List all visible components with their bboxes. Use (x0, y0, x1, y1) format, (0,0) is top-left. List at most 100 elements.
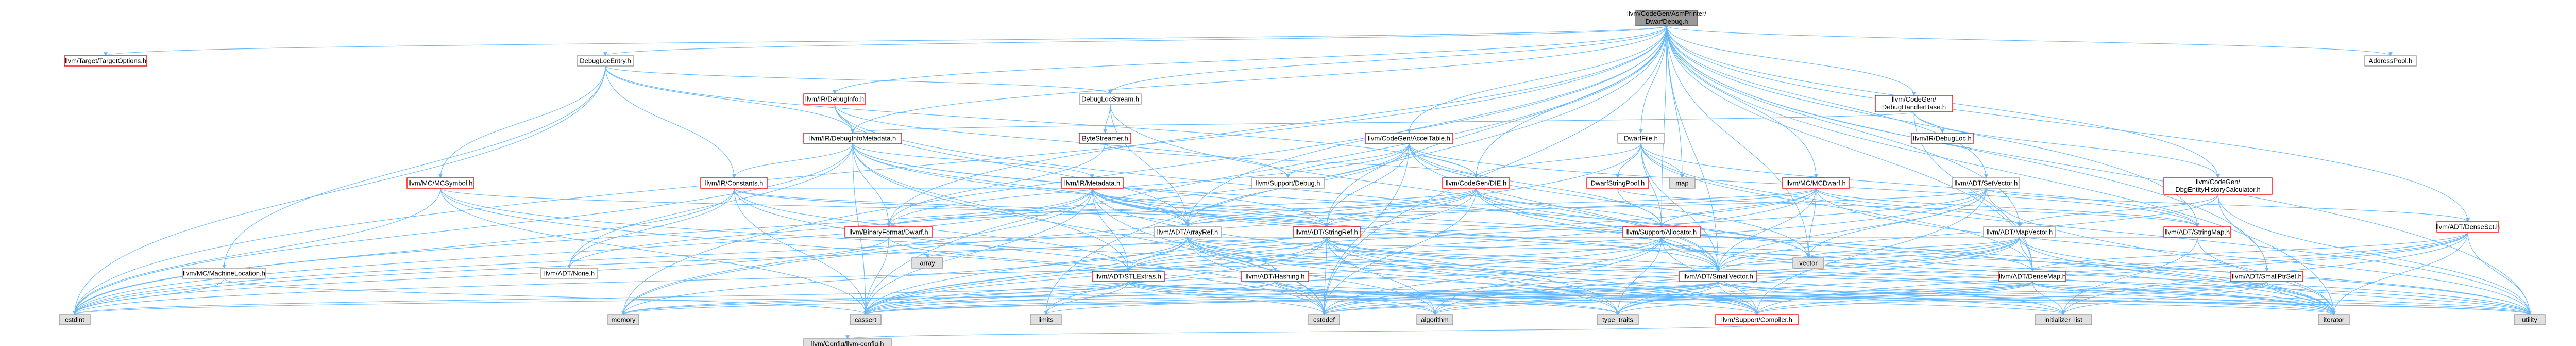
edge-dbghistory-to-smallptrset (2217, 194, 2269, 272)
node-box (182, 268, 266, 279)
edge-root-to-accel (1407, 25, 1667, 134)
node-box (1983, 226, 2056, 238)
edge-root-to-iterator (1666, 25, 2336, 315)
edge-dwarffile-to-cgdie (1474, 143, 1641, 178)
edge-metadata-to-iterator (1092, 188, 2336, 315)
edge-metadata-to-arrayref (1092, 188, 1190, 227)
node-compiler[interactable]: llvm/Support/Compiler.h (1715, 314, 1799, 325)
node-box (803, 133, 902, 144)
edge-mapvector-to-iterator (2019, 237, 2336, 315)
node-dwarffile[interactable]: DwarfFile.h (1617, 133, 1665, 144)
edge-cgdie-to-stringref (1325, 188, 1477, 227)
node-debuginfo[interactable]: llvm/IR/DebugInfo.h (803, 93, 866, 105)
node-box (59, 314, 91, 325)
node-debugloc_entry[interactable]: DebugLocEntry.h (577, 55, 634, 67)
node-smallptrset[interactable]: llvm/ADT/SmallPtrSet.h (2230, 271, 2303, 282)
edge-smallvector-to-utility (1718, 281, 2532, 315)
edge-root-to-debugloc_entry (603, 25, 1667, 56)
node-bytestreamer[interactable]: ByteStreamer.h (1079, 133, 1131, 144)
dependency-nodes: llvm/CodeGen/AsmPrinter/DwarfDebug.h llvm… (59, 10, 2546, 346)
node-box (1782, 177, 1850, 189)
node-constants[interactable]: llvm/IR/Constants.h (700, 177, 768, 189)
edge-root-to-dbghandler (1666, 25, 1916, 96)
node-dwarfstrpool[interactable]: DwarfStringPool.h (1586, 177, 1649, 189)
node-box (850, 314, 882, 325)
node-box (1635, 10, 1698, 26)
edge-dwarffile-to-stringmap (1640, 143, 2199, 227)
edge-smallvector-to-cstdint (73, 281, 1719, 315)
node-cstddef: cstddef (1308, 314, 1340, 325)
node-dbghistory[interactable]: llvm/CodeGen/DbgEntityHistoryCalculator.… (2163, 177, 2273, 195)
node-label: llvm/ADT/ArrayRef.h (1157, 228, 1218, 236)
edge-mcdwarf-to-utility (1816, 188, 2532, 315)
node-metadata[interactable]: llvm/IR/Metadata.h (1061, 177, 1124, 189)
node-stringref[interactable]: llvm/ADT/StringRef.h (1293, 226, 1361, 238)
node-smallvector[interactable]: llvm/ADT/SmallVector.h (1679, 271, 1757, 282)
edge-arrayref-to-array (925, 237, 1188, 258)
edge-mapvector-to-typetraits (1616, 237, 2020, 315)
edge-mcsymbol-to-cstdint (73, 188, 441, 315)
node-dbghandler[interactable]: llvm/CodeGen/DebugHandlerBase.h (1875, 95, 1953, 112)
node-cassert: cassert (850, 314, 882, 325)
edge-constants-to-stringref (734, 188, 1329, 227)
node-box (1154, 226, 1222, 238)
edge-constants-to-cassert (734, 188, 868, 315)
node-mcdwarf[interactable]: llvm/MC/MCDwarf.h (1782, 177, 1850, 189)
node-stlextras[interactable]: llvm/ADT/STLExtras.h (1092, 271, 1165, 282)
node-box (64, 55, 147, 67)
node-box (1241, 271, 1309, 282)
edge-debuginfometa-to-metadata (852, 143, 1094, 178)
node-densset[interactable]: llvm/ADT/DenseSet.h (2436, 221, 2500, 233)
edge-cgdie-to-binfmt (887, 188, 1477, 227)
node-box (1792, 257, 1824, 269)
node-debugloc_stream[interactable]: DebugLocStream.h (1079, 93, 1142, 105)
node-algorithm: algorithm (1416, 314, 1453, 325)
node-stringmap[interactable]: llvm/ADT/StringMap.h (2163, 226, 2231, 238)
node-cgdie[interactable]: llvm/CodeGen/DIE.h (1442, 177, 1510, 189)
edge-root-to-stringref (1325, 25, 1667, 227)
node-setvector[interactable]: llvm/ADT/SetVector.h (1952, 177, 2020, 189)
node-hashing[interactable]: llvm/ADT/Hashing.h (1241, 271, 1309, 282)
node-mapvector[interactable]: llvm/ADT/MapVector.h (1983, 226, 2056, 238)
edge-densemap-to-cstddef (1322, 281, 2033, 315)
edge-mcdwarf-to-binfmt (887, 188, 1817, 227)
node-label: llvm/ADT/SmallPtrSet.h (2232, 272, 2302, 280)
node-root[interactable]: llvm/CodeGen/AsmPrinter/DwarfDebug.h (1627, 10, 1706, 26)
edge-constants-to-adtnone (567, 188, 735, 269)
node-accel[interactable]: llvm/CodeGen/AccelTable.h (1365, 133, 1453, 144)
node-mcmachloc[interactable]: llvm/MC/MachineLocation.h (182, 268, 266, 279)
edge-root-to-utility (1666, 25, 2532, 315)
node-label: llvm/Support/Compiler.h (1721, 316, 1792, 323)
edge-setvector-to-arrayref (1185, 188, 1987, 227)
node-binfmt[interactable]: llvm/BinaryFormat/Dwarf.h (844, 226, 933, 238)
node-supportdebug[interactable]: llvm/Support/Debug.h (1251, 177, 1325, 189)
edge-densemap-to-algorithm (1433, 281, 2033, 315)
node-debuginfometa[interactable]: llvm/IR/DebugInfoMetadata.h (803, 133, 902, 144)
edge-debuginfo-to-supportdebug (834, 104, 1290, 178)
edge-stlextras-to-initlist (1128, 281, 2065, 315)
node-allocator[interactable]: llvm/Support/Allocator.h (1622, 226, 1701, 238)
node-label: AddressPool.h (2369, 57, 2413, 64)
node-irdebugloc[interactable]: llvm/IR/DebugLoc.h (1911, 133, 1974, 144)
node-targetopts[interactable]: llvm/Target/TargetOptions.h (64, 55, 147, 67)
edge-root-to-memory (621, 25, 1667, 315)
edge-debuginfometa-to-adtnone (567, 143, 853, 269)
node-densemap[interactable]: llvm/ADT/DenseMap.h (1998, 271, 2066, 282)
node-box (607, 314, 639, 325)
node-arrayref[interactable]: llvm/ADT/ArrayRef.h (1154, 226, 1222, 238)
node-label: iterator (2324, 316, 2345, 323)
node-label: cassert (855, 316, 876, 323)
edge-setvector-to-cassert (863, 188, 1987, 315)
node-adtnone[interactable]: llvm/ADT/None.h (540, 268, 598, 279)
edge-setvector-to-vector (1806, 188, 1987, 258)
edge-debugloc_entry-to-cgdie (605, 65, 1478, 178)
node-mcsymbol[interactable]: llvm/MC/MCSymbol.h (406, 177, 474, 189)
edge-stringref-to-compiler (1326, 237, 1759, 315)
node-box (1911, 133, 1974, 144)
edge-densemap-to-compiler (1755, 281, 2033, 315)
node-addresspool[interactable]: AddressPool.h (2364, 55, 2417, 67)
node-label: llvm/ADT/Hashing.h (1246, 272, 1305, 280)
node-label: limits (1038, 316, 1054, 323)
node-label: DwarfFile.h (1624, 134, 1658, 142)
node-label: type_traits (1602, 316, 1633, 323)
